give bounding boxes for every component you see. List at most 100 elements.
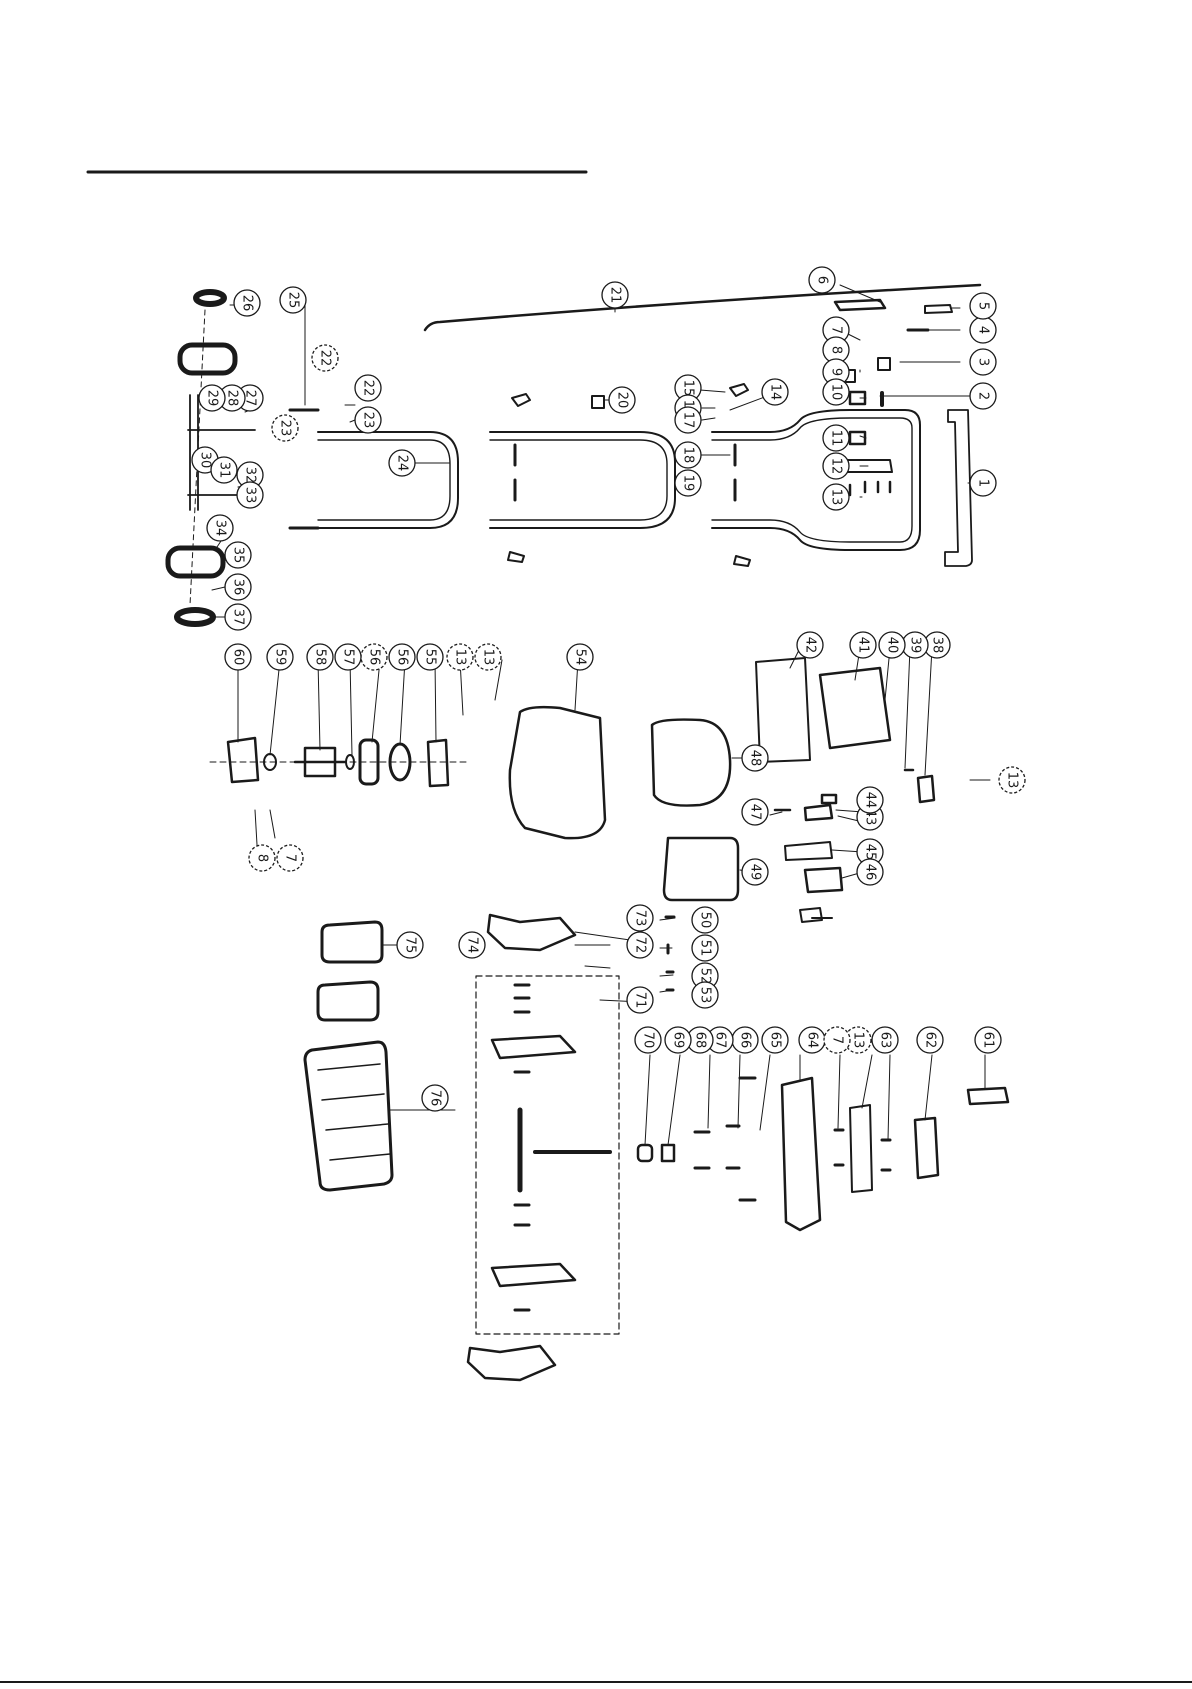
callout-label: 13 (851, 1032, 866, 1049)
callout-c31: 31 (211, 457, 237, 483)
callout-label: 26 (240, 295, 255, 312)
part-side-cover-62 (915, 1118, 938, 1178)
callout-c60: 60 (225, 644, 251, 670)
part-middle-handle (490, 432, 675, 528)
callout-label: 12 (829, 458, 844, 475)
callout-c75: 75 (397, 932, 423, 958)
part-screws-13 (850, 482, 890, 495)
callout-c7c: 7 (277, 845, 303, 871)
callout-label: 13 (453, 649, 468, 666)
callout-label: 22 (361, 380, 376, 397)
callout-c23b: 23 (272, 415, 298, 441)
part-lower-handle-inner (318, 440, 450, 520)
callout-label: 45 (863, 844, 878, 861)
callout-c36: 36 (225, 574, 251, 600)
callout-c8b: 8 (249, 845, 275, 871)
part-blade-bottom (468, 1346, 555, 1380)
callout-c6: 6 (809, 267, 835, 293)
part-wheel-bottom (168, 548, 223, 576)
callout-c23a: 23 (355, 407, 381, 433)
part-lever-6 (835, 300, 885, 310)
callout-label: 22 (318, 350, 333, 367)
part-wheel-top (180, 345, 235, 373)
part-bushing-69 (662, 1145, 674, 1161)
callout-label: 74 (465, 937, 480, 954)
callout-label: 69 (671, 1032, 686, 1049)
part-switch-38-39 (905, 770, 934, 802)
callout-label: 76 (428, 1090, 443, 1107)
callout-c61: 61 (975, 1027, 1001, 1053)
callout-c22a: 22 (312, 345, 338, 371)
callout-c49: 49 (742, 859, 768, 885)
callout-label: 54 (573, 649, 588, 666)
part-plate-63 (850, 1105, 872, 1192)
callout-c37: 37 (225, 604, 251, 630)
callout-c44: 44 (857, 787, 883, 813)
callout-c46: 46 (857, 859, 883, 885)
callout-label: 9 (829, 368, 844, 376)
callout-c4: 4 (970, 317, 996, 343)
part-61 (968, 1088, 1008, 1104)
callout-c13: 13 (823, 484, 849, 510)
callout-label: 14 (768, 384, 783, 401)
callout-c59: 59 (267, 644, 293, 670)
callout-label: 40 (885, 637, 900, 654)
part-battery-second (318, 982, 378, 1020)
part-deck-screws (835, 1130, 890, 1170)
callout-label: 33 (243, 487, 258, 504)
callout-c29: 29 (199, 385, 225, 411)
callout-label: 55 (423, 649, 438, 666)
callout-c55: 55 (417, 644, 443, 670)
callout-c71: 71 (627, 987, 653, 1013)
part-switch-misc (800, 908, 832, 922)
callout-c13c: 13 (475, 644, 501, 670)
callout-label: 4 (976, 326, 991, 334)
callout-label: 15 (681, 380, 696, 397)
callout-label: 13 (829, 489, 844, 506)
callout-label: 44 (863, 792, 878, 809)
callout-c72: 72 (627, 932, 653, 958)
callout-label: 5 (976, 302, 991, 310)
callout-c65: 65 (762, 1027, 788, 1053)
callout-label: 11 (829, 430, 844, 447)
part-switch-43-47 (775, 795, 836, 820)
callout-group: 1234567891011121314151617181920212222232… (192, 267, 1025, 1111)
part-switch-46 (805, 868, 842, 892)
part-shaft-disc (492, 1036, 575, 1286)
callout-c5: 5 (970, 293, 996, 319)
callout-c22b: 22 (355, 375, 381, 401)
callout-c40: 40 (879, 632, 905, 658)
part-hubcap-bottom (177, 610, 213, 624)
part-block-11 (850, 432, 865, 444)
callout-label: 39 (908, 637, 923, 654)
callout-c24: 24 (389, 450, 415, 476)
part-lever-5 (925, 305, 952, 313)
callout-c56a: 56 (389, 644, 415, 670)
callout-label: 64 (805, 1032, 820, 1049)
callout-label: 42 (803, 637, 818, 654)
callout-label: 63 (878, 1032, 893, 1049)
part-hubcap-top (196, 292, 224, 304)
part-clip-20 (592, 396, 604, 408)
callout-label: 73 (633, 910, 648, 927)
part-blade-73 (488, 915, 575, 950)
callout-label: 3 (976, 358, 991, 366)
part-lower-handle (318, 432, 458, 528)
callout-label: 34 (213, 520, 228, 537)
callout-c69: 69 (665, 1027, 691, 1053)
callout-c12: 12 (823, 453, 849, 479)
callout-label: 61 (981, 1032, 996, 1049)
callout-c47: 47 (742, 799, 768, 825)
callout-c64: 64 (799, 1027, 825, 1053)
callout-c11: 11 (823, 425, 849, 451)
callout-label: 56 (395, 649, 410, 666)
callout-c54: 54 (567, 644, 593, 670)
part-cable (425, 285, 980, 330)
callout-label: 60 (231, 649, 246, 666)
part-switch-45 (785, 842, 832, 860)
callout-label: 7 (830, 1036, 845, 1044)
callout-label: 8 (829, 346, 844, 354)
callout-label: 62 (923, 1032, 938, 1049)
callout-c39: 39 (902, 632, 928, 658)
